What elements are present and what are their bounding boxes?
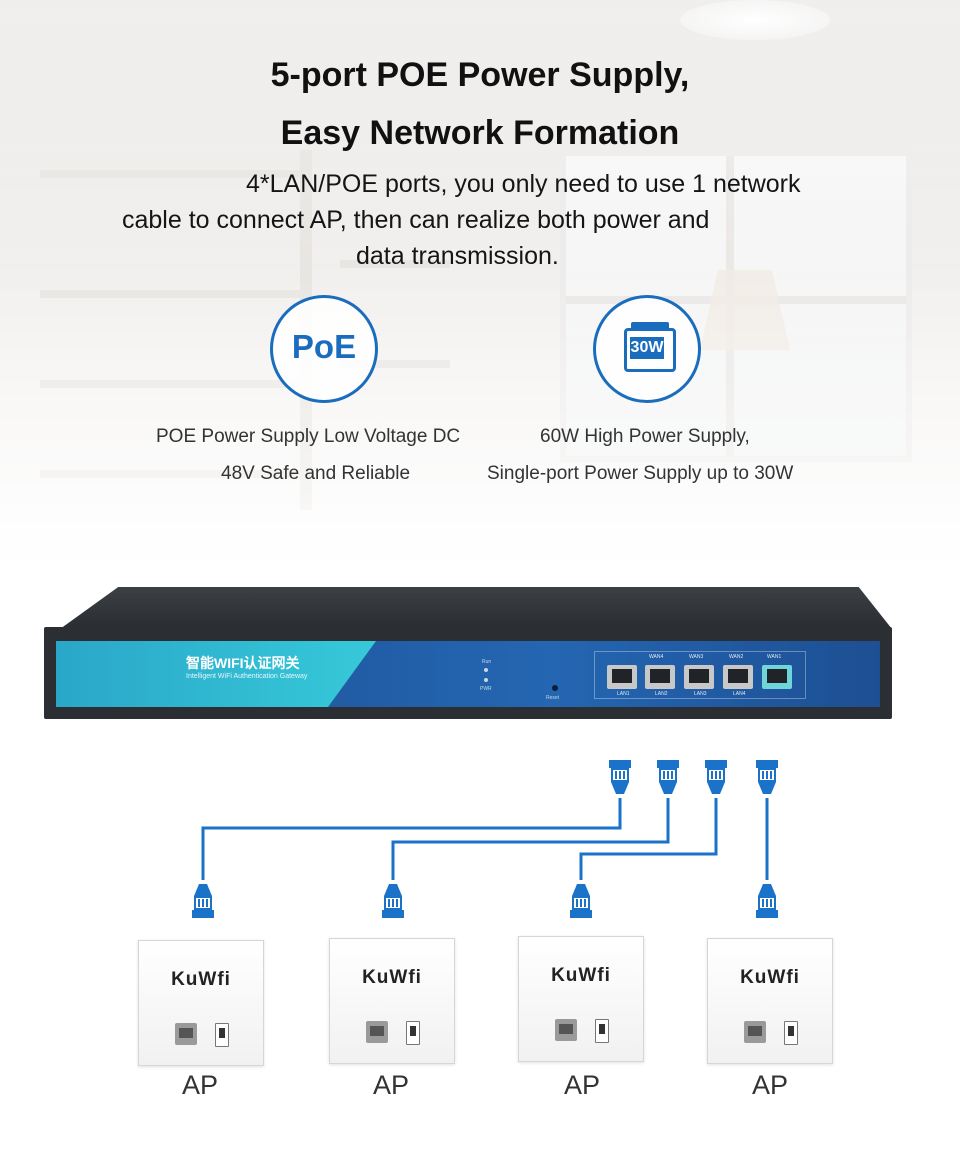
ap-ethernet-port <box>175 1023 197 1045</box>
feature-power-line2: Single-port Power Supply up to 30W <box>487 463 794 484</box>
watt-badge-text: 30W <box>630 337 664 359</box>
gateway-name: 智能WIFI认证网关 <box>186 655 300 671</box>
led-pwr-indicator <box>484 678 488 682</box>
ethernet-port[interactable] <box>684 665 714 689</box>
ap-brand-logo: KuWfi <box>551 965 611 986</box>
ap-usb-port <box>215 1023 229 1047</box>
ap-brand-logo: KuWfi <box>362 967 422 988</box>
feature-power-line1: 60W High Power Supply, <box>540 426 750 447</box>
ap-label: AP <box>372 1070 410 1100</box>
lan-label: LAN4 <box>733 691 746 697</box>
led-run-indicator <box>484 668 488 672</box>
ap-brand-logo: KuWfi <box>171 969 231 990</box>
description-line3: data transmission. <box>356 242 559 270</box>
wan-label: WAN1 <box>767 654 782 660</box>
reset-button[interactable] <box>552 685 558 691</box>
ap-ethernet-port <box>366 1021 388 1043</box>
poe-icon: PoE <box>270 295 378 403</box>
gateway-device-top <box>60 587 892 629</box>
ap-usb-port <box>784 1021 798 1045</box>
ap-label: AP <box>563 1070 601 1100</box>
ap-usb-port <box>595 1019 609 1043</box>
led-run-label: Run <box>482 659 492 665</box>
cable-connectors-bottom <box>192 884 778 918</box>
wan-label: WAN2 <box>729 654 744 660</box>
wan-label: WAN3 <box>689 654 704 660</box>
poe-badge-text: PoE <box>291 328 357 365</box>
port-group: WAN4 WAN3 WAN2 WAN1 LAN1 LAN2 LAN3 LAN4 <box>594 651 806 699</box>
ap-ethernet-port <box>555 1019 577 1041</box>
wan-label: WAN4 <box>649 654 664 660</box>
feature-poe-line1: POE Power Supply Low Voltage DC <box>156 426 461 447</box>
feature-poe-line2: 48V Safe and Reliable <box>221 463 411 484</box>
cable-connectors-top <box>609 760 778 794</box>
headline-line2: Easy Network Formation <box>280 114 680 152</box>
reset-label: Reset <box>546 695 560 701</box>
ap-label: AP <box>751 1070 789 1100</box>
gateway-front-panel: 智能WIFI认证网关 Intelligent WiFi Authenticati… <box>56 641 880 707</box>
network-cables <box>192 760 778 918</box>
ethernet-port[interactable] <box>723 665 753 689</box>
access-point-panel: KuWfi <box>518 936 644 1062</box>
ap-ethernet-port <box>744 1021 766 1043</box>
ethernet-port[interactable] <box>607 665 637 689</box>
access-point-panel: KuWfi <box>329 938 455 1064</box>
gateway-subtitle: Intelligent WiFi Authentication Gateway <box>186 673 308 680</box>
ap-label: AP <box>181 1070 219 1100</box>
headline-line1: 5-port POE Power Supply, <box>270 56 690 94</box>
battery-shape: 30W <box>624 322 676 372</box>
ap-usb-port <box>406 1021 420 1045</box>
description-line1: 4*LAN/POE ports, you only need to use 1 … <box>246 170 801 198</box>
description-line2: cable to connect AP, then can realize bo… <box>122 206 710 234</box>
gateway-device: 智能WIFI认证网关 Intelligent WiFi Authenticati… <box>44 627 892 719</box>
ap-brand-logo: KuWfi <box>740 967 800 988</box>
lan-label: LAN3 <box>694 691 707 697</box>
ethernet-port-wan[interactable] <box>762 665 792 689</box>
access-point-panel: KuWfi <box>707 938 833 1064</box>
led-pwr-label: PWR <box>480 686 492 692</box>
ethernet-port[interactable] <box>645 665 675 689</box>
lan-label: LAN2 <box>655 691 668 697</box>
battery-30w-icon: 30W <box>593 295 701 403</box>
lan-label: LAN1 <box>617 691 630 697</box>
access-point-panel: KuWfi <box>138 940 264 1066</box>
